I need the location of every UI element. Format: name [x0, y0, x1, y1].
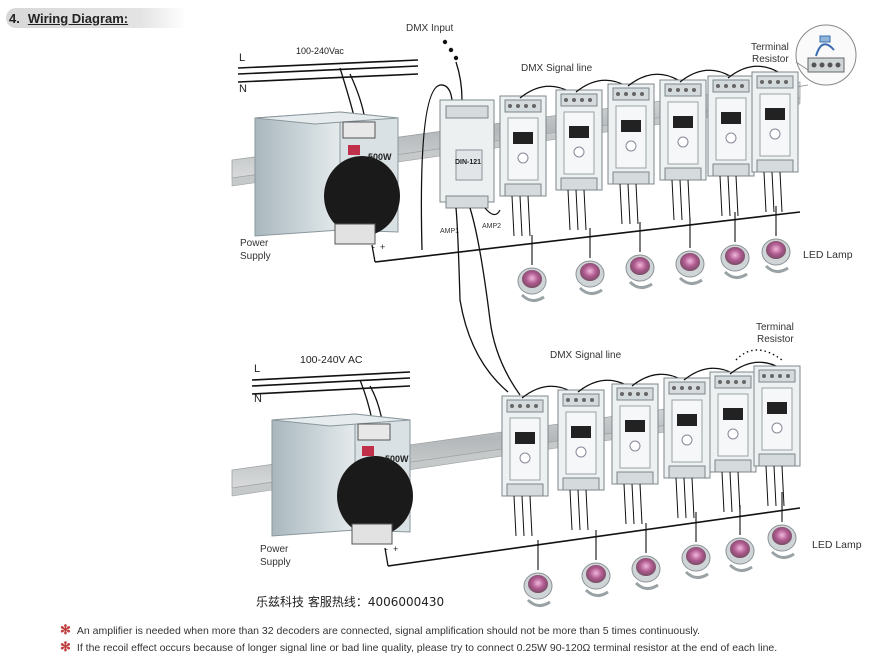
note-1-text: An amplifier is needed when more than 32… [76, 625, 701, 637]
svg-text:+: + [393, 544, 398, 554]
bottom-bus [387, 507, 801, 567]
led-lamp [631, 523, 661, 590]
bottom-line-L [251, 371, 411, 381]
led-lamp [725, 505, 755, 572]
top-line-L [237, 59, 419, 69]
svg-text:-: - [372, 242, 375, 252]
bottom-power-supply: 500W - + [271, 413, 413, 554]
dmx-decoder [751, 71, 799, 213]
dmx-decoder [557, 379, 629, 531]
svg-text:+: + [380, 242, 385, 252]
top-power-supply-label-2: Supply [240, 251, 271, 262]
bottom-terminal-label-2: Resistor [757, 334, 794, 345]
top-bus-neg [374, 211, 801, 263]
led-lamp [625, 222, 655, 289]
top-lamps [517, 206, 791, 302]
led-lamp [681, 512, 711, 579]
dmx-decoder [611, 373, 683, 525]
led-lamp [675, 218, 705, 285]
top-terminal-label-2: Resistor [752, 54, 789, 65]
bottom-decoders [501, 361, 801, 537]
led-lamp [720, 212, 750, 279]
amplifier-din-121: DIN-121 [439, 99, 495, 209]
led-lamp [523, 540, 553, 607]
led-lamp [575, 228, 605, 295]
bottom-terminal-label-1: Terminal [756, 322, 794, 333]
led-lamp [761, 206, 791, 273]
section-title: Wiring Diagram: [27, 10, 129, 26]
top-N-label: N [239, 83, 247, 95]
bottom-power-supply-label-1: Power [260, 544, 289, 555]
bottom-L-label: L [254, 363, 260, 375]
top-voltage-label: 100-240Vac [296, 46, 344, 56]
dmx-input-label: DMX Input [406, 23, 453, 34]
top-line-L2 [237, 65, 419, 75]
note-2-text: If the recoil effect occurs because of l… [76, 642, 778, 654]
amplifier-model-label: DIN-121 [455, 159, 481, 166]
led-lamp [517, 235, 547, 302]
bottom-lamps [523, 492, 797, 607]
led-lamp [581, 530, 611, 597]
wiring-diagram: L N 100-240Vac 500W - + Power Supply DMX… [231, 23, 862, 607]
bottom-led-lamp-label: LED Lamp [812, 539, 862, 551]
dmx-decoder [607, 73, 679, 225]
top-power-supply: 500W - + [254, 111, 400, 252]
top-dmx-signal-label: DMX Signal line [521, 63, 593, 74]
section-number: 4. [9, 10, 20, 26]
top-decoders [499, 65, 799, 237]
top-terminal-label-1: Terminal [751, 42, 789, 53]
bottom-N-label: N [254, 393, 262, 405]
bottom-voltage-label: 100-240V AC [300, 354, 363, 366]
amp1-label: AMP1 [440, 228, 459, 235]
dmx-decoder [555, 79, 627, 231]
svg-text:-: - [385, 544, 388, 554]
bottom-dmx-signal-label: DMX Signal line [550, 350, 622, 361]
hotline-text: 乐兹科技 客服热线：4006000430 [256, 595, 445, 609]
top-line-N [237, 73, 419, 83]
top-led-lamp-label: LED Lamp [803, 249, 853, 261]
note-2: ✻ If the recoil effect occurs because of … [60, 639, 777, 655]
dmx-decoder [753, 365, 801, 507]
note-star-icon: ✻ [60, 622, 71, 637]
dmx-decoder [709, 361, 781, 513]
top-psu-rating: 500W [368, 152, 392, 162]
dmx-decoder [707, 65, 779, 217]
top-L-label: L [239, 52, 245, 64]
dmx-decoder [501, 385, 573, 537]
bottom-line-N [251, 385, 411, 395]
top-terminal-resistor-zoom [795, 24, 857, 86]
dmx-decoder [499, 85, 571, 237]
dmx-decoder [659, 69, 731, 221]
amp2-label: AMP2 [482, 223, 501, 230]
note-star-icon: ✻ [60, 639, 71, 654]
bottom-psu-rating: 500W [385, 454, 409, 464]
note-1: ✻ An amplifier is needed when more than 3… [60, 622, 700, 638]
led-lamp [767, 492, 797, 559]
bottom-power-supply-label-2: Supply [260, 557, 291, 568]
top-power-supply-label-1: Power [240, 238, 269, 249]
dmx-decoder [663, 367, 735, 519]
